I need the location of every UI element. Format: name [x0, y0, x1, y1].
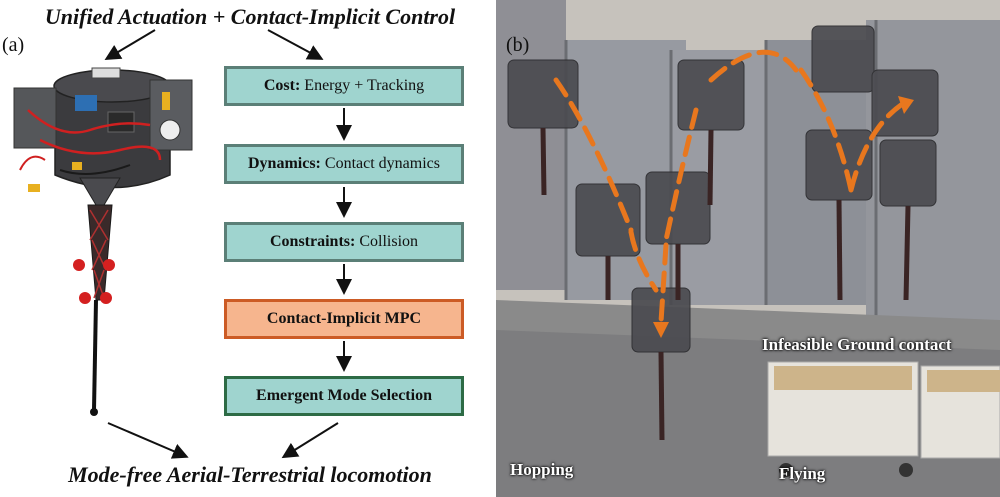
- label-hopping: Hopping: [510, 460, 574, 479]
- bottom-title: Mode-free Aerial-Terrestrial locomotion: [68, 462, 432, 487]
- arrow-title-to-flow: [267, 29, 324, 60]
- storage-boxes: [767, 361, 1000, 477]
- flow-box-cost: Cost: Energy + Tracking: [224, 66, 464, 106]
- arrow-title-to-robot: [104, 29, 156, 61]
- flow-box-emergent-bold: Emergent Mode Selection: [256, 387, 432, 404]
- arrow-flow-to-bottom: [281, 422, 339, 459]
- flow-box-mpc: Contact-Implicit MPC: [224, 299, 464, 339]
- robot-illustration: [13, 67, 193, 416]
- arrow-robot-to-bottom: [107, 422, 189, 459]
- flow-box-dynamics-bold: Dynamics:: [248, 155, 321, 172]
- robot-legs: [540, 127, 911, 441]
- flow-box-cost-text: Energy + Tracking: [300, 77, 425, 94]
- flow-box-constraints-bold: Constraints:: [269, 233, 356, 250]
- label-flying: Flying: [779, 464, 826, 483]
- flow-box-dynamics: Dynamics: Contact dynamics: [224, 144, 464, 184]
- flow-box-constraints-text: Collision: [355, 233, 419, 250]
- photo-scene: [496, 0, 1000, 497]
- panel-b-label: (b): [506, 34, 530, 56]
- flow-box-cost-bold: Cost:: [263, 77, 301, 94]
- panel-a-label: (a): [2, 34, 25, 56]
- photo-panel: (b) Infeasible Ground contact Hopping Fl…: [496, 0, 1000, 497]
- trajectory-flying: [708, 49, 904, 193]
- arrows-layer: [13, 29, 352, 459]
- flow-box-mpc-bold: Contact-Implicit MPC: [266, 310, 422, 327]
- label-infeasible-ground-contact: Infeasible Ground contact: [762, 335, 952, 354]
- trajectory-arrowheads: [653, 96, 914, 338]
- trajectory-hopping: [553, 77, 699, 325]
- flow-box-emergent: Emergent Mode Selection: [224, 376, 464, 416]
- flow-box-constraints: Constraints: Collision: [224, 222, 464, 262]
- figure-title: Unified Actuation + Contact-Implicit Con…: [44, 4, 456, 29]
- flow-box-dynamics-text: Contact dynamics: [320, 155, 440, 172]
